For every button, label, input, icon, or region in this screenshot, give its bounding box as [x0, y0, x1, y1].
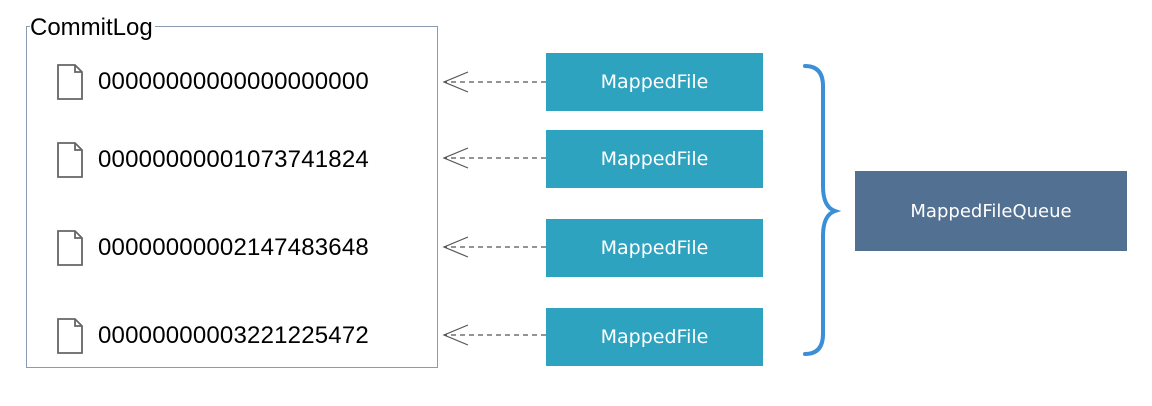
file-row: 00000000002147483648: [56, 228, 369, 268]
dashed-arrow: [442, 324, 546, 346]
mapped-file-box: MappedFile: [546, 53, 763, 111]
file-row: 00000000000000000000: [56, 62, 369, 102]
document-icon: [56, 141, 84, 179]
mapped-file-box: MappedFile: [546, 130, 763, 188]
file-name: 00000000003221225472: [98, 322, 369, 349]
file-row: 00000000003221225472: [56, 316, 369, 356]
document-icon: [56, 63, 84, 101]
commitlog-container: [26, 26, 438, 368]
mapped-file-box: MappedFile: [546, 308, 763, 366]
commitlog-title: CommitLog: [30, 14, 155, 42]
file-row: 00000000001073741824: [56, 140, 369, 180]
dashed-arrow: [442, 236, 546, 258]
document-icon: [56, 229, 84, 267]
dashed-arrow: [442, 147, 546, 169]
mapped-file-queue-box: MappedFileQueue: [855, 171, 1127, 251]
curly-brace-icon: [803, 64, 842, 356]
mapped-file-box: MappedFile: [546, 219, 763, 277]
document-icon: [56, 317, 84, 355]
file-name: 00000000000000000000: [98, 68, 369, 95]
file-name: 00000000001073741824: [98, 146, 369, 173]
dashed-arrow: [442, 71, 546, 93]
file-name: 00000000002147483648: [98, 234, 369, 261]
